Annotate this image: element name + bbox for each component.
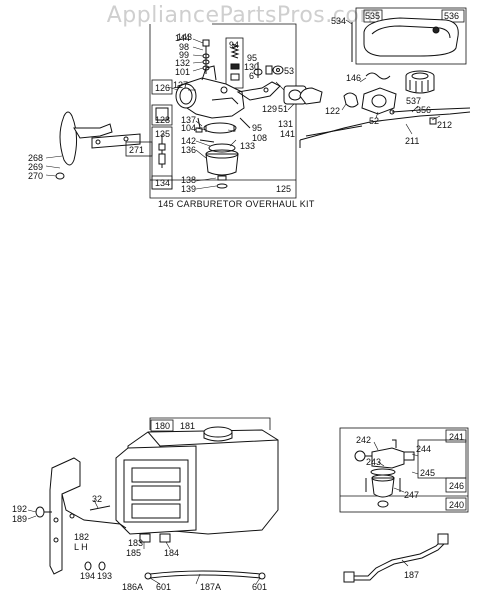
label-194: 194 <box>80 571 95 581</box>
label-182-lh: L H <box>74 542 88 552</box>
tank-bracket-icon <box>49 457 81 575</box>
label-183: 183 <box>128 538 143 548</box>
label-129: 129 <box>262 104 277 114</box>
label-271: 271 <box>129 145 144 155</box>
label-133: 133 <box>240 141 255 151</box>
label-268: 268 <box>28 153 43 163</box>
label-95b: 95 <box>252 123 262 133</box>
float-icon <box>203 122 237 134</box>
label-193: 193 <box>97 571 112 581</box>
label-99: 99 <box>179 50 189 60</box>
label-137: 137 <box>181 115 196 125</box>
label-146: 146 <box>346 73 361 83</box>
label-212: 212 <box>437 120 452 130</box>
fuel-cap-icon <box>203 426 233 438</box>
label-141: 141 <box>280 129 295 139</box>
label-246: 246 <box>449 481 464 491</box>
label-138: 138 <box>181 175 196 185</box>
label-98: 98 <box>179 42 189 52</box>
label-130: 130 <box>244 62 259 72</box>
label-189: 189 <box>12 514 27 524</box>
label-104: 104 <box>181 123 196 133</box>
label-143: 143 <box>177 32 192 42</box>
air-cleaner-box <box>355 7 467 65</box>
carburetor-group: 143 144 98 99 132 101 94 95 130 6 53 126… <box>28 23 315 209</box>
label-94: 94 <box>229 40 239 50</box>
label-247: 247 <box>404 490 419 500</box>
label-108: 108 <box>252 133 267 143</box>
label-240: 240 <box>449 500 464 510</box>
air-cleaner-group: 534 535 536 146 537 122 52 356 212 211 <box>299 7 471 148</box>
label-181: 181 <box>180 421 195 431</box>
label-180: 180 <box>155 421 170 431</box>
carb-leader-lines <box>167 38 295 190</box>
label-537: 537 <box>406 96 421 106</box>
kit-frame <box>149 23 297 199</box>
label-244: 244 <box>416 444 431 454</box>
label-187: 187 <box>404 570 419 580</box>
label-139: 139 <box>181 184 196 194</box>
label-269: 269 <box>28 162 43 172</box>
air-cleaner-cover-icon <box>363 17 459 57</box>
label-184: 184 <box>164 548 179 558</box>
label-125: 125 <box>276 184 291 194</box>
label-144: 144 <box>175 33 190 43</box>
label-131: 131 <box>278 119 293 129</box>
label-535: 535 <box>365 11 380 21</box>
label-136: 136 <box>181 145 196 155</box>
label-95a: 95 <box>247 53 257 63</box>
label-132: 132 <box>175 58 190 68</box>
sediment-bowl-icon <box>371 477 395 498</box>
label-187a: 187A <box>200 582 221 592</box>
label-32: 32 <box>92 494 102 504</box>
air-cleaner-base-icon <box>361 87 397 115</box>
label-601b: 601 <box>252 582 267 592</box>
label-534: 534 <box>331 16 346 26</box>
label-122: 122 <box>325 106 340 116</box>
label-536: 536 <box>444 11 459 21</box>
label-182: 182 <box>74 532 89 542</box>
label-243: 243 <box>366 457 381 467</box>
label-128: 128 <box>155 115 170 125</box>
label-185: 185 <box>126 548 141 558</box>
label-356: 356 <box>416 105 431 115</box>
label-6: 6 <box>249 71 254 81</box>
control-cable-icon <box>299 111 471 141</box>
label-241: 241 <box>449 432 464 442</box>
label-126: 126 <box>155 83 170 93</box>
fuel-valve-group: 241 242 244 243 245 246 247 240 187 <box>339 427 469 583</box>
label-601a: 601 <box>156 582 171 592</box>
label-134: 134 <box>155 178 170 188</box>
label-270: 270 <box>28 171 43 181</box>
label-186a: 186A <box>122 582 143 592</box>
label-127: 127 <box>173 80 188 90</box>
label-51: 51 <box>278 104 288 114</box>
label-242: 242 <box>356 435 371 445</box>
governor-link-group <box>45 111 153 180</box>
label-142: 142 <box>181 136 196 146</box>
label-53: 53 <box>284 66 294 76</box>
kit-caption: 145 CARBURETOR OVERHAUL KIT <box>158 199 315 209</box>
label-211: 211 <box>405 136 419 146</box>
fuel-line-icon <box>149 570 261 575</box>
tank-frame <box>149 417 271 430</box>
fuel-valve-box <box>339 427 469 513</box>
label-52: 52 <box>369 116 379 126</box>
label-135: 135 <box>155 129 170 139</box>
label-245: 245 <box>420 468 435 478</box>
fuel-tank-group: 180 181 192 189 32 182 L H 183 185 184 1… <box>12 417 279 592</box>
fuel-bowl-icon <box>205 153 239 176</box>
label-101: 101 <box>175 67 190 77</box>
fuel-line-187-icon <box>350 539 443 577</box>
label-192: 192 <box>12 504 27 514</box>
